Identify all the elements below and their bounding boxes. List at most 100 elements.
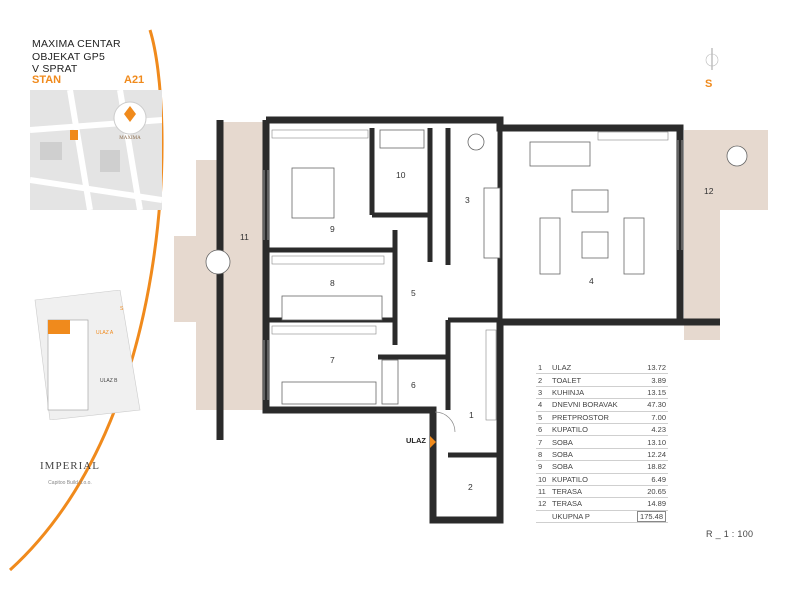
developer-sub: Capitoo Build d.o.o. [48, 480, 92, 486]
location-map: MAXIMA [30, 90, 162, 210]
bathtub-6 [381, 359, 399, 405]
room-name: KUHINJA [552, 386, 630, 400]
furniture [205, 129, 748, 405]
terrace-12 [684, 130, 720, 340]
room-area: 12.24 [630, 448, 668, 462]
compass-icon [705, 48, 719, 70]
room-label-1: 1 [469, 410, 474, 420]
room-number: 3 [536, 386, 552, 400]
sofa-right [623, 217, 645, 275]
developer-logo: IMPERIAL Capitoo Build d.o.o. [30, 460, 110, 486]
kitchen-counter [483, 187, 501, 259]
room-area: 18.82 [630, 460, 668, 474]
room-area: 3.89 [630, 373, 668, 387]
room-number: 6 [536, 423, 552, 437]
room-label-11: 11 [240, 232, 249, 242]
room-label-10: 10 [396, 170, 406, 180]
room-number: 8 [536, 448, 552, 462]
room-number: 10 [536, 473, 552, 486]
compass-label: S [705, 78, 713, 90]
sofa-left [539, 217, 561, 275]
room-label-4: 4 [589, 276, 594, 286]
room-area: 20.65 [630, 485, 668, 499]
maxima-logo-icon [124, 106, 136, 122]
coffee-table [581, 231, 609, 259]
room-label-9: 9 [330, 224, 335, 234]
room-area: 7.00 [630, 411, 668, 424]
stan-label: STAN [32, 74, 62, 86]
scale-label: R _ 1 : 100 [706, 529, 754, 539]
room-area: 6.49 [630, 473, 668, 486]
room-area: 13.10 [630, 435, 668, 449]
room-name: TERASA [552, 485, 630, 499]
site-plan-drawing [34, 289, 141, 421]
room-number: 11 [536, 485, 552, 499]
room-name: ULAZ [552, 362, 630, 375]
room-name: PRETPROSTOR [552, 411, 630, 424]
room-area: 47.30 [630, 398, 668, 412]
room-number: 4 [536, 398, 552, 412]
dining-table [529, 141, 591, 167]
room-number: 2 [536, 373, 552, 387]
terrace-table-12 [726, 145, 748, 167]
room-label-3: 3 [465, 195, 470, 205]
room-name: SOBA [552, 435, 630, 449]
entrance-arrow-icon [430, 436, 436, 448]
apartment-code: A21 [124, 74, 145, 86]
room-name: DNEVNI BORAVAK [552, 398, 630, 412]
room-label-6: 6 [411, 380, 416, 390]
kitchen-table [467, 133, 485, 151]
project-header: MAXIMA CENTAR OBJEKAT GP5 V SPRAT [32, 38, 121, 76]
room-area: 13.72 [630, 362, 668, 375]
bathtub-10 [379, 129, 425, 149]
apartment-marker [70, 130, 78, 140]
room-area: 14.89 [630, 497, 668, 511]
room-number: 12 [536, 497, 552, 511]
entry-a-label: ULAZ A [96, 330, 114, 336]
logo-text: MAXIMA [119, 136, 141, 141]
total-label: UKUPNA P [552, 510, 630, 524]
room-number: 7 [536, 435, 552, 449]
entrance-label: ULAZ [406, 436, 426, 445]
project-name: MAXIMA CENTAR [32, 38, 121, 50]
room-label-2: 2 [468, 482, 473, 492]
entrance-door [434, 411, 456, 433]
terrace-12-bay [720, 130, 768, 210]
room-name: SOBA [552, 448, 630, 462]
building-name: OBJEKAT GP5 [32, 50, 106, 63]
site-north-label: S [120, 306, 124, 312]
apartment-highlight [48, 320, 70, 334]
room-name: SOBA [552, 460, 630, 474]
wardrobes [271, 129, 669, 421]
orange-arc [8, 29, 164, 572]
room-label-7: 7 [330, 355, 335, 365]
room-label-12: 12 [704, 186, 714, 196]
room-number: 1 [536, 362, 552, 375]
room-label-8: 8 [330, 278, 335, 288]
floor-name: V SPRAT [32, 63, 78, 75]
bed-room-9 [291, 167, 335, 219]
room-number: 5 [536, 411, 552, 424]
room-number: 9 [536, 460, 552, 474]
terrace-11-top [222, 122, 264, 160]
location-map-drawing [30, 90, 162, 210]
site-plan: ULAZ A ULAZ B S [30, 289, 162, 421]
terrace-11-bay [174, 236, 214, 322]
entry-b-label: ULAZ B [100, 378, 118, 384]
bed-room-7 [281, 381, 377, 405]
room-name: TOALET [552, 373, 630, 387]
room-name: KUPATILO [552, 423, 630, 437]
terrace-table-11 [205, 249, 231, 275]
